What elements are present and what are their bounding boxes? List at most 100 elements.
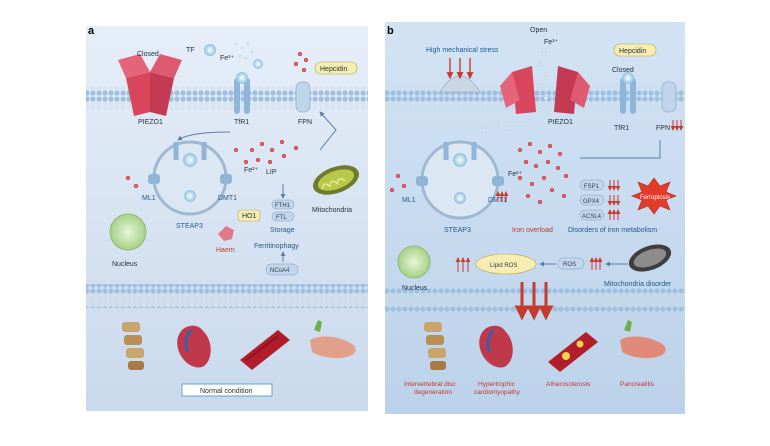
ros-label: ROS xyxy=(563,262,576,268)
ml1-label-a: ML1 xyxy=(142,195,156,202)
fpn-channel-a xyxy=(295,81,311,113)
spine-icon-a xyxy=(122,322,144,370)
mitochondria-b xyxy=(628,244,672,272)
ncoa4-pill xyxy=(265,263,299,276)
membrane-bottom-a xyxy=(86,284,368,308)
dmt1-channel-a xyxy=(220,174,232,184)
tfr1-label-a: TfR1 xyxy=(234,119,249,126)
open-label-b: Open xyxy=(530,27,547,34)
ml1-channel-a xyxy=(148,174,160,184)
ftl-pill xyxy=(271,211,295,222)
mitochondria-a xyxy=(313,165,359,195)
fsp1-pill xyxy=(579,179,605,191)
ros-increase-arrows xyxy=(589,257,603,270)
nucleus-label-b: Nucleus xyxy=(402,285,428,292)
storage-label: Storage xyxy=(270,227,295,234)
piezo1-label-a: PIEZO1 xyxy=(138,119,163,126)
ml1-channel-b xyxy=(416,176,428,186)
ferritinophagy-label: Ferritinophagy xyxy=(254,243,299,250)
acsl4-label: ACSL4 xyxy=(582,214,602,220)
normal-condition-label: Normal condition xyxy=(200,388,253,395)
dmt1-label-a: DMT1 xyxy=(218,195,237,202)
pancreas-icon-b xyxy=(620,320,666,359)
dmt1-increase-arrows xyxy=(495,191,509,202)
iron-overload-label: Iron overload xyxy=(512,227,553,234)
acsl4-pill xyxy=(579,209,605,221)
haem-label: Haem xyxy=(216,247,235,254)
blood-vessel-icon-a xyxy=(240,330,290,370)
stress-arrows xyxy=(446,58,474,80)
atherosclerosis-vessel-icon xyxy=(548,332,598,372)
ho1-box xyxy=(237,209,261,222)
nucleus-label-a: Nucleus xyxy=(112,261,138,268)
pancreas-icon-a xyxy=(310,320,356,359)
ftl-label: FTL xyxy=(276,215,287,221)
tfr1-label-b: TfR1 xyxy=(614,125,629,132)
tf-label: TF xyxy=(186,47,195,54)
fpn-channel-b xyxy=(661,81,677,113)
tfr1-receptor-b xyxy=(620,72,636,114)
tfr1-receptor-a xyxy=(234,72,250,114)
fsp1-label: FSP1 xyxy=(584,184,600,190)
normal-condition-box xyxy=(181,383,273,397)
panel-a: a Closed PIEZO1 TF Fe³⁺ TfR1 xyxy=(86,25,368,411)
fe2-label-a: Fe²⁺ xyxy=(244,167,259,174)
panel-b: b High mechanical stress Open Fe³⁺ PIEZO… xyxy=(385,22,685,414)
protein-change-arrows xyxy=(607,180,621,220)
fpn-label-b: FPN xyxy=(656,125,670,132)
haem-molecule xyxy=(218,226,234,241)
disease-4-line1: Pancreatitis xyxy=(620,381,655,388)
closed-label-a: Closed xyxy=(137,51,159,58)
outcome-arrows xyxy=(514,282,554,321)
endosome-a xyxy=(152,140,228,216)
heart-icon-a xyxy=(177,325,211,368)
disease-2-line2: cardiomyopathy xyxy=(474,389,521,396)
gpx4-pill xyxy=(579,194,605,206)
lipid-ros-increase-arrows xyxy=(455,257,471,272)
spine-icon-b xyxy=(424,322,446,370)
closed-label-b: Closed xyxy=(612,67,634,74)
high-stress-label: High mechanical stress xyxy=(426,47,499,54)
lipid-ros-label: Lipid ROS xyxy=(490,263,517,269)
transferrin-molecule xyxy=(204,44,216,56)
panel-a-letter: a xyxy=(88,25,95,37)
transferrin-molecule xyxy=(253,59,263,69)
labile-iron-pool-a xyxy=(126,140,298,188)
hepcidin-pill-a xyxy=(314,61,358,75)
hepcidin-label-a: Hepcidin xyxy=(320,66,347,73)
hepcidin-pill-b xyxy=(613,43,657,57)
ferroptosis-label: Ferroptosis xyxy=(640,195,670,201)
disease-2-line1: Hypertrophic xyxy=(478,381,516,388)
ferroptosis-burst xyxy=(631,177,677,215)
piezo1-label-b: PIEZO1 xyxy=(548,119,573,126)
fpn-export-iron-a xyxy=(294,52,308,72)
piezo1-closed-channel-a xyxy=(118,54,182,116)
export-arrow-a xyxy=(319,111,337,151)
blocked-export-arrow xyxy=(580,140,661,159)
disease-1-line1: Intervertebral disc xyxy=(404,381,456,388)
disorders-label: Disorders of iron metabolism xyxy=(568,227,657,234)
gpx4-label: GPX4 xyxy=(583,199,600,205)
disease-1-line2: degeneration xyxy=(414,389,452,396)
disease-3-line1: Atherosclerosis xyxy=(546,381,591,388)
endosome-b xyxy=(420,140,500,220)
steap3-label-a: STEAP3 xyxy=(176,223,203,230)
hepcidin-label-b: Hepcidin xyxy=(619,48,646,55)
endocytosis-arrow-a xyxy=(177,131,231,141)
piezo1-open-channel-b xyxy=(500,66,590,114)
steap3-label-b: STEAP3 xyxy=(444,227,471,234)
fe3-dots-a xyxy=(234,42,254,60)
fe2-label-b: Fe²⁺ xyxy=(508,171,523,178)
fe3-label-b: Fe³⁺ xyxy=(544,39,559,46)
mito-disorder-label: Mitochondria disorder xyxy=(604,281,672,288)
panel-b-letter: b xyxy=(387,25,394,37)
nucleus-b xyxy=(397,245,431,279)
lipid-ros-pill xyxy=(475,253,537,275)
ho1-label: HO1 xyxy=(242,213,257,220)
fpn-label-a: FPN xyxy=(298,119,312,126)
ml1-label-b: ML1 xyxy=(402,197,416,204)
membrane-top-a xyxy=(86,86,368,110)
fth1-label: FTH1 xyxy=(275,203,291,209)
fpn-decrease-arrows xyxy=(670,120,684,131)
